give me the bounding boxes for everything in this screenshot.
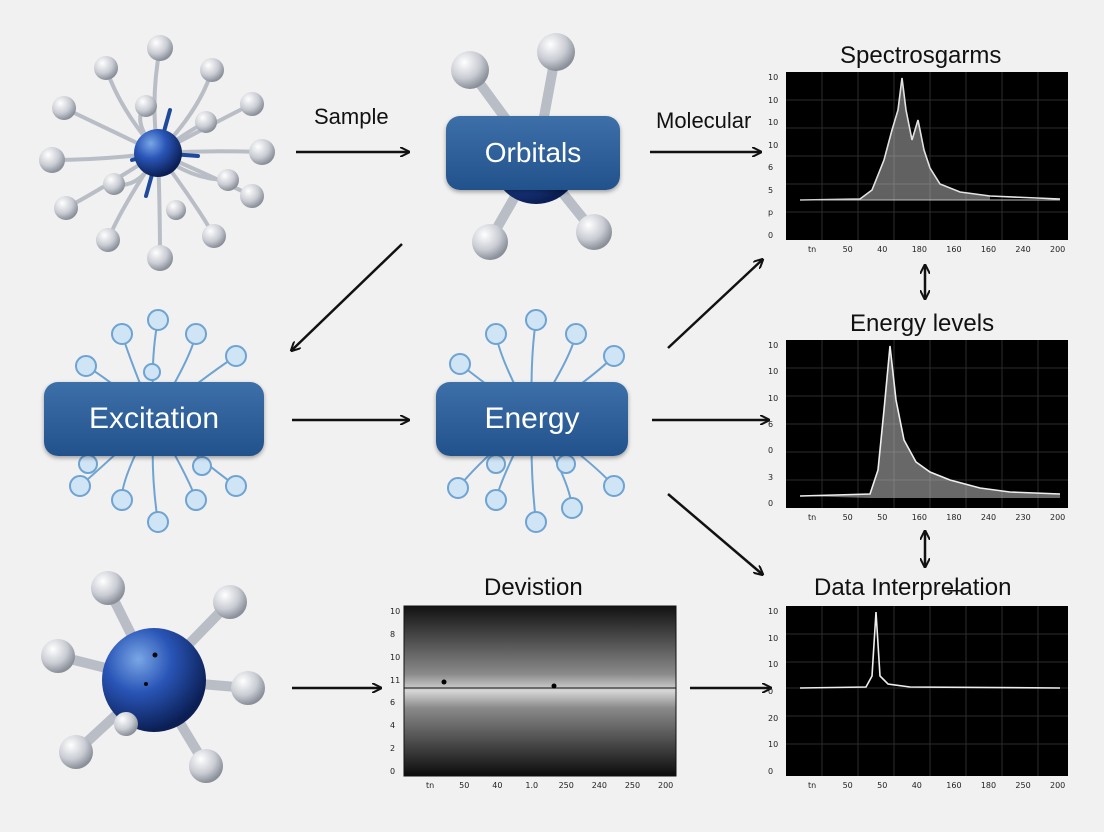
x-tick-label: 250: [558, 781, 574, 790]
y-tick-label: 10: [768, 607, 779, 616]
y-tick-label: p: [768, 208, 774, 218]
spectrograms-title: Spectrosgarms: [840, 42, 1002, 69]
arrow-energy-to-data-interpretation: [667, 493, 762, 574]
x-tick-label: 230: [1015, 513, 1031, 522]
molecule-cluster-icon: [39, 35, 275, 271]
x-tick-label: 40: [877, 245, 888, 254]
x-tick-label: 180: [946, 513, 962, 522]
y-tick-label: 10: [768, 633, 779, 643]
spectrograms-plot: [786, 72, 1068, 240]
y-tick-label: 10: [768, 73, 779, 82]
deviation-molecule-icon: [41, 571, 265, 783]
x-tick-label: 250: [624, 781, 641, 790]
y-tick-label: 10: [768, 740, 779, 750]
y-tick-label: 6: [768, 163, 774, 173]
excitation-node: Excitation: [44, 382, 264, 456]
y-tick-label: 0: [768, 687, 774, 696]
x-tick-label: tn: [808, 245, 817, 254]
x-tick-label: 240: [1015, 245, 1031, 254]
x-tick-label: 200: [658, 781, 674, 790]
y-tick-label: 10: [768, 140, 779, 150]
y-tick-label: 10: [768, 341, 779, 350]
deviation-plot: [403, 605, 677, 777]
y-tick-label: 5: [768, 185, 774, 195]
x-tick-label: 50: [842, 513, 853, 522]
data-interpretation-title: Data Interpre̶lation: [814, 574, 1012, 601]
energy-label: Energy: [484, 402, 580, 435]
y-tick-label: 10: [768, 660, 779, 670]
y-tick-label: 6: [768, 420, 774, 429]
x-tick-label: 160: [946, 245, 962, 254]
y-tick-label: 8: [390, 629, 396, 639]
y-tick-label: 11: [390, 675, 401, 685]
x-tick-label: tn: [808, 513, 817, 522]
energy-levels-plot: [786, 340, 1068, 508]
y-tick-label: 20: [768, 713, 779, 723]
x-tick-label: 40: [911, 781, 922, 790]
x-tick-label: 160: [946, 781, 962, 790]
excitation-molecule-icon: [69, 309, 247, 533]
x-tick-label: 200: [1050, 245, 1066, 254]
y-tick-label: 6: [390, 698, 396, 708]
arrow-orbitals-to-excitation: [292, 243, 403, 350]
sample-label: Sample: [314, 104, 389, 129]
x-tick-label: tn: [426, 781, 435, 790]
x-tick-label: 50: [459, 781, 470, 790]
y-tick-label: 10: [768, 118, 779, 128]
y-tick-label: 10: [768, 393, 779, 403]
y-tick-label: 0: [768, 767, 774, 776]
x-tick-label: 1.0: [525, 781, 539, 790]
arrow-energy-to-spectrograms: [667, 260, 762, 349]
y-tick-label: 0: [768, 231, 774, 240]
x-tick-label: 200: [1050, 513, 1066, 522]
x-tick-label: 160: [911, 513, 927, 522]
x-tick-label: 160: [980, 245, 997, 254]
x-tick-label: 240: [591, 781, 607, 790]
y-tick-label: 2: [390, 744, 396, 754]
x-tick-label: 40: [492, 781, 503, 790]
energy-levels-title: Energy levels: [850, 310, 995, 337]
x-tick-label: 200: [1050, 781, 1066, 790]
x-tick-label: 180: [980, 781, 997, 790]
x-tick-label: 50: [842, 245, 853, 254]
x-tick-label: 50: [877, 513, 888, 522]
y-tick-label: 4: [390, 721, 396, 731]
y-tick-label: 0: [390, 767, 396, 776]
x-tick-label: tn: [808, 781, 817, 790]
y-tick-label: 10: [390, 607, 401, 616]
y-tick-label: 3: [768, 472, 774, 482]
y-tick-label: 0: [768, 499, 774, 508]
orbitals-label: Orbitals: [484, 137, 582, 168]
molecular-label: Molecular: [656, 108, 752, 133]
data-interpretation-plot: [786, 606, 1068, 776]
energy-node: Energy: [436, 382, 628, 456]
y-tick-label: 10: [768, 95, 779, 105]
x-tick-label: 180: [911, 245, 927, 254]
excitation-label: Excitation: [88, 402, 220, 435]
x-tick-label: 250: [1015, 781, 1031, 790]
y-tick-label: 10: [390, 652, 401, 662]
deviation-title: Devistion: [484, 574, 583, 601]
orbitals-node: Orbitals: [446, 116, 620, 190]
x-tick-label: 50: [877, 781, 888, 790]
y-tick-label: 0: [768, 446, 774, 456]
y-tick-label: 10: [768, 367, 779, 377]
x-tick-label: 240: [980, 513, 997, 522]
x-tick-label: 50: [842, 781, 853, 790]
